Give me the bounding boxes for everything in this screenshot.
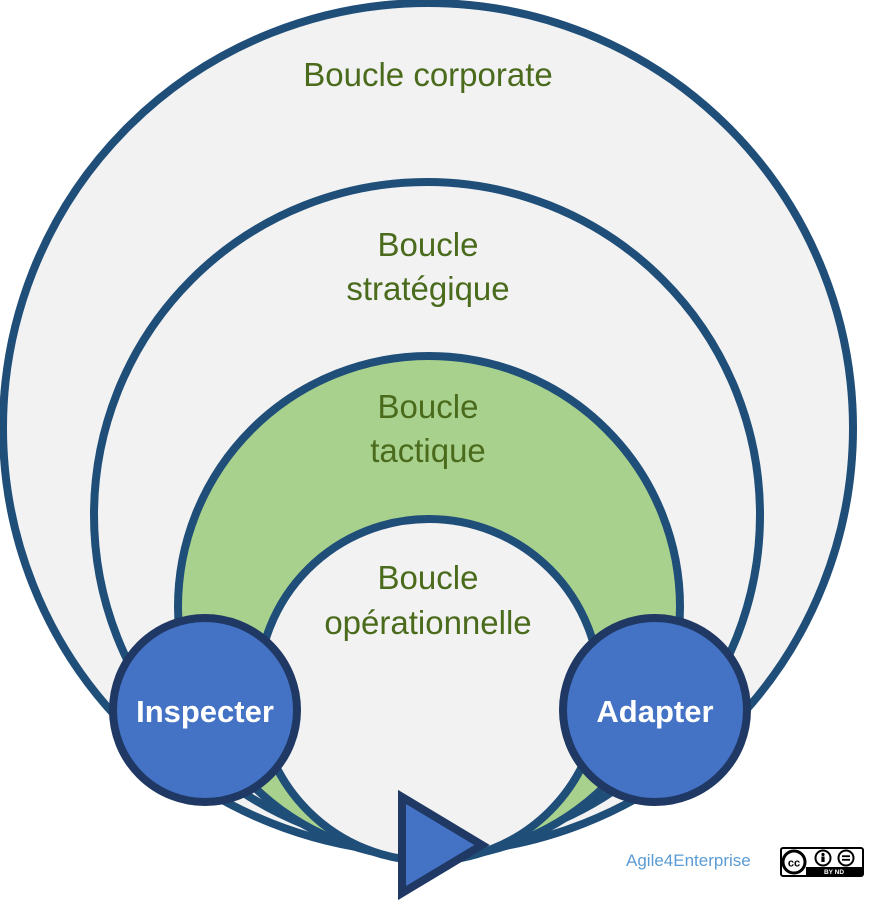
tactical-loop-label-line2: tactique: [370, 432, 486, 469]
strategic-loop-label-line1: Boucle: [378, 226, 479, 263]
adapt-node-label: Adapter: [596, 694, 713, 729]
tactical-loop-label-line1: Boucle: [378, 388, 479, 425]
strategic-loop-label-line2: stratégique: [346, 270, 509, 307]
adapt-node: [559, 614, 751, 806]
corporate-loop-label: Boucle corporate: [303, 56, 552, 93]
operational-loop-label-line1: Boucle: [378, 559, 479, 596]
inspect-node-label: Inspecter: [136, 694, 274, 729]
svg-text:cc: cc: [788, 858, 800, 870]
flow-arrow-icon: [398, 789, 490, 901]
inspect-node: [109, 614, 301, 806]
credit-text: Agile4Enterprise: [626, 851, 751, 870]
operational-loop-label-line2: opérationnelle: [324, 604, 531, 641]
license-text: BY ND: [824, 869, 844, 876]
cc-license-icon: cc BY ND: [780, 847, 864, 877]
